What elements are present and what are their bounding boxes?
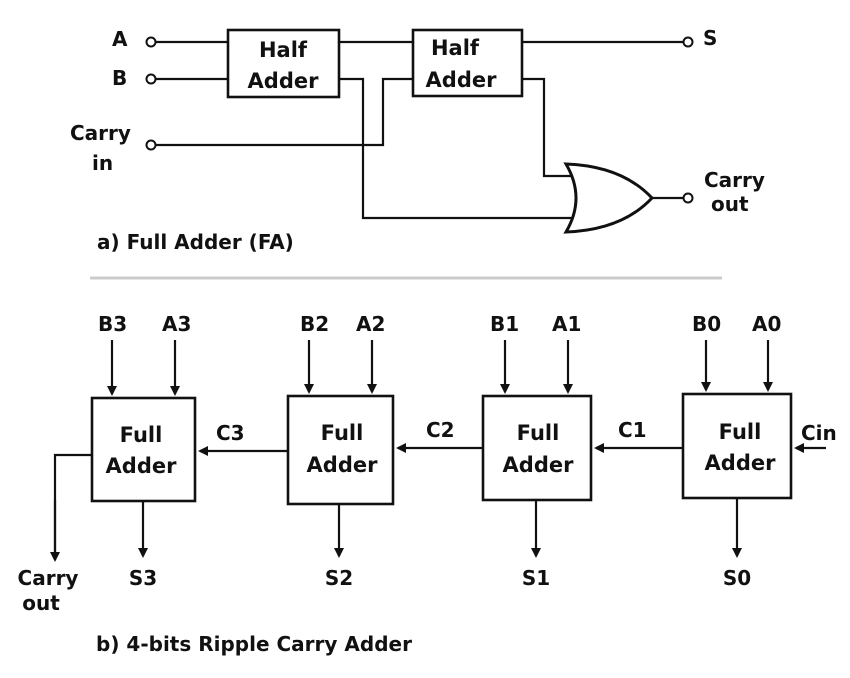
carry-in-terminal xyxy=(145,139,157,151)
full-adder-2: B2 A2 Full Adder S2 xyxy=(286,312,395,590)
input-b-label: B xyxy=(112,66,127,90)
fa1-box xyxy=(481,394,593,502)
part-b-caption: b) 4-bits Ripple Carry Adder xyxy=(96,632,412,656)
wire-ha2-carry-to-or xyxy=(522,77,577,178)
carry-in-label: Cin xyxy=(801,421,837,445)
ripple-carry-adder: B3 A3 Full Adder S3 Carry out C3 B2 A2 F… xyxy=(18,312,837,656)
carry-out-label-line2: out xyxy=(711,192,749,216)
input-a-terminal xyxy=(145,36,157,48)
ripple-carry-out-wire xyxy=(53,453,92,556)
fa1-sum-label: S1 xyxy=(522,566,550,590)
half-adder-1-label-line1: Half xyxy=(259,38,308,62)
or-gate xyxy=(563,162,655,234)
output-s-terminal xyxy=(682,36,694,48)
fa2-input-b-label: B2 xyxy=(300,312,329,336)
fa2-label-line2: Adder xyxy=(307,453,379,477)
half-adder-1-label-line2: Adder xyxy=(248,69,320,93)
carry-in-label-line1: Carry xyxy=(70,121,131,145)
half-adder-2-label-line2: Adder xyxy=(426,68,498,92)
fa3-box xyxy=(90,396,197,503)
fa0-input-b-label: B0 xyxy=(692,312,721,336)
carry-c3-label: C3 xyxy=(216,421,245,445)
carry-in-label-line2: in xyxy=(92,151,113,175)
fa3-label-line2: Adder xyxy=(106,454,178,478)
full-adder-1: B1 A1 Full Adder S1 xyxy=(481,312,593,590)
fa0-label-line1: Full xyxy=(719,420,762,444)
part-a-caption: a) Full Adder (FA) xyxy=(97,230,294,254)
fa2-input-a-label: A2 xyxy=(356,312,385,336)
wire-carry-in-to-ha2 xyxy=(156,77,413,147)
input-a-label: A xyxy=(112,27,128,51)
output-s-label: S xyxy=(703,26,717,50)
fa1-label-line1: Full xyxy=(517,421,560,445)
fa2-sum-label: S2 xyxy=(325,566,353,590)
fa0-label-line2: Adder xyxy=(705,451,777,475)
full-adder-0: B0 A0 Full Adder S0 xyxy=(681,312,793,590)
half-adder-2-label-line1: Half xyxy=(431,36,480,60)
wire-ha1-carry-to-or xyxy=(339,77,578,220)
fa1-input-a-label: A1 xyxy=(552,312,581,336)
ripple-carry-out-label-line2: out xyxy=(22,591,60,615)
fa3-label-line1: Full xyxy=(120,423,163,447)
fa2-box xyxy=(286,394,395,506)
carry-c1-label: C1 xyxy=(618,418,647,442)
fa3-sum-label: S3 xyxy=(129,566,157,590)
fa3-input-b-label: B3 xyxy=(98,312,127,336)
ripple-carry-out-label-line1: Carry xyxy=(18,566,79,590)
half-adder-2 xyxy=(411,28,524,98)
full-adder-3: B3 A3 Full Adder S3 xyxy=(90,312,197,590)
fa0-input-a-label: A0 xyxy=(752,312,781,336)
full-adder-schematic: A B Carry in Half Adder Half Adder S xyxy=(70,26,765,254)
carry-out-terminal xyxy=(682,192,694,204)
fa3-input-a-label: A3 xyxy=(162,312,191,336)
fa1-label-line2: Adder xyxy=(503,453,575,477)
fa1-input-b-label: B1 xyxy=(490,312,519,336)
fa2-label-line1: Full xyxy=(321,421,364,445)
carry-c2-label: C2 xyxy=(426,418,455,442)
input-b-terminal xyxy=(145,73,157,85)
fa0-sum-label: S0 xyxy=(723,566,751,590)
half-adder-1 xyxy=(226,28,341,99)
carry-out-label-line1: Carry xyxy=(704,168,765,192)
fa0-box xyxy=(681,392,793,500)
